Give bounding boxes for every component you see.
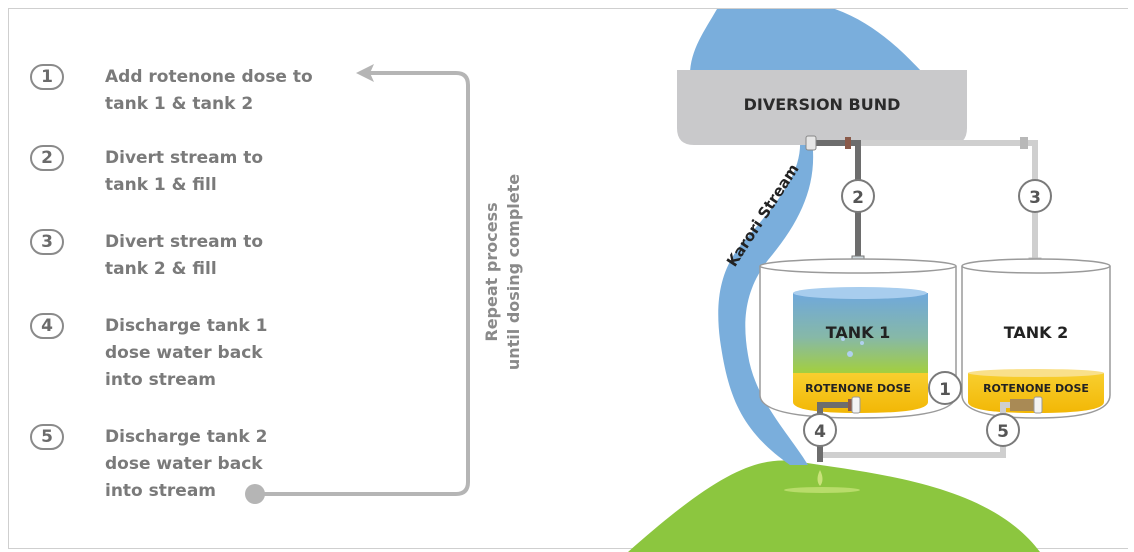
repeat-label: Repeat process until dosing complete <box>482 174 523 370</box>
pipe-valve <box>845 137 851 149</box>
tank1-water-surface <box>793 287 927 299</box>
marker-number: 2 <box>852 188 864 208</box>
tank1-valve-cap <box>851 396 861 414</box>
tank2-rim <box>961 258 1111 274</box>
step-number: 5 <box>30 424 64 450</box>
step-line: Divert stream to <box>105 232 264 252</box>
pipe-to-tank1 <box>812 140 861 260</box>
step-text: Add rotenone dose to tank 1 & tank 2 <box>105 64 335 118</box>
marker-1: 1 <box>928 371 962 405</box>
bubble-icon <box>847 351 853 357</box>
tank1-rim <box>759 258 957 274</box>
step-line: Add rotenone dose to <box>105 67 313 87</box>
stream-main <box>718 140 814 465</box>
pipe-joint <box>1020 137 1028 149</box>
dose-drop-icon <box>817 470 823 486</box>
pipe-inlet-cap <box>805 135 817 151</box>
diversion-bund-label: DIVERSION BUND <box>744 95 901 114</box>
step-text: Discharge tank 2 dose water back into st… <box>105 424 335 505</box>
splash-ring <box>784 487 860 493</box>
tank2-dose-label: ROTENONE DOSE <box>983 382 1089 395</box>
tank1-valve <box>848 399 854 411</box>
marker-3: 3 <box>1018 179 1052 213</box>
step-text: Divert stream to tank 1 & fill <box>105 145 335 199</box>
step-text: Divert stream to tank 2 & fill <box>105 229 335 283</box>
step-line: tank 1 & tank 2 <box>105 94 254 114</box>
step-line: Divert stream to <box>105 148 264 168</box>
bubble-icon <box>841 337 845 341</box>
repeat-loop-line <box>258 71 470 496</box>
step-number: 1 <box>30 64 64 90</box>
grass-area <box>628 460 1040 552</box>
step-number: 4 <box>30 313 64 339</box>
step-line: into stream <box>105 370 216 390</box>
step-line: into stream <box>105 481 216 501</box>
step-line: tank 1 & fill <box>105 175 217 195</box>
step-line: dose water back <box>105 454 263 474</box>
step-line: tank 2 & fill <box>105 259 217 279</box>
marker-number: 1 <box>939 380 951 400</box>
marker-number: 3 <box>1029 188 1041 208</box>
repeat-label-line: Repeat process <box>482 202 501 341</box>
diversion-bund <box>677 70 967 145</box>
marker-number: 4 <box>814 422 826 442</box>
pipe-to-tank2 <box>860 140 1038 262</box>
loop-start-dot-icon <box>245 484 265 504</box>
step-number: 3 <box>30 229 64 255</box>
step-line: Discharge tank 1 <box>105 316 268 336</box>
step-line: dose water back <box>105 343 263 363</box>
tank2-label: TANK 2 <box>1004 323 1069 342</box>
marker-5: 5 <box>986 413 1020 447</box>
step-line: Discharge tank 2 <box>105 427 268 447</box>
tank1-dose-label: ROTENONE DOSE <box>805 382 911 395</box>
step-number: 2 <box>30 145 64 171</box>
tank2-valve <box>1010 399 1036 411</box>
tank2-valve-cap <box>1033 396 1043 414</box>
repeat-label-line: until dosing complete <box>504 174 523 370</box>
marker-4: 4 <box>803 413 837 447</box>
stream-upper <box>690 9 925 75</box>
bubble-icon <box>860 341 864 345</box>
tank1-water <box>793 293 928 373</box>
step-text: Discharge tank 1 dose water back into st… <box>105 313 335 394</box>
marker-number: 5 <box>997 422 1009 442</box>
tank1-label: TANK 1 <box>826 323 891 342</box>
tank2-dose-surface <box>968 369 1104 377</box>
marker-2: 2 <box>841 179 875 213</box>
loop-arrowhead-icon <box>356 64 374 82</box>
